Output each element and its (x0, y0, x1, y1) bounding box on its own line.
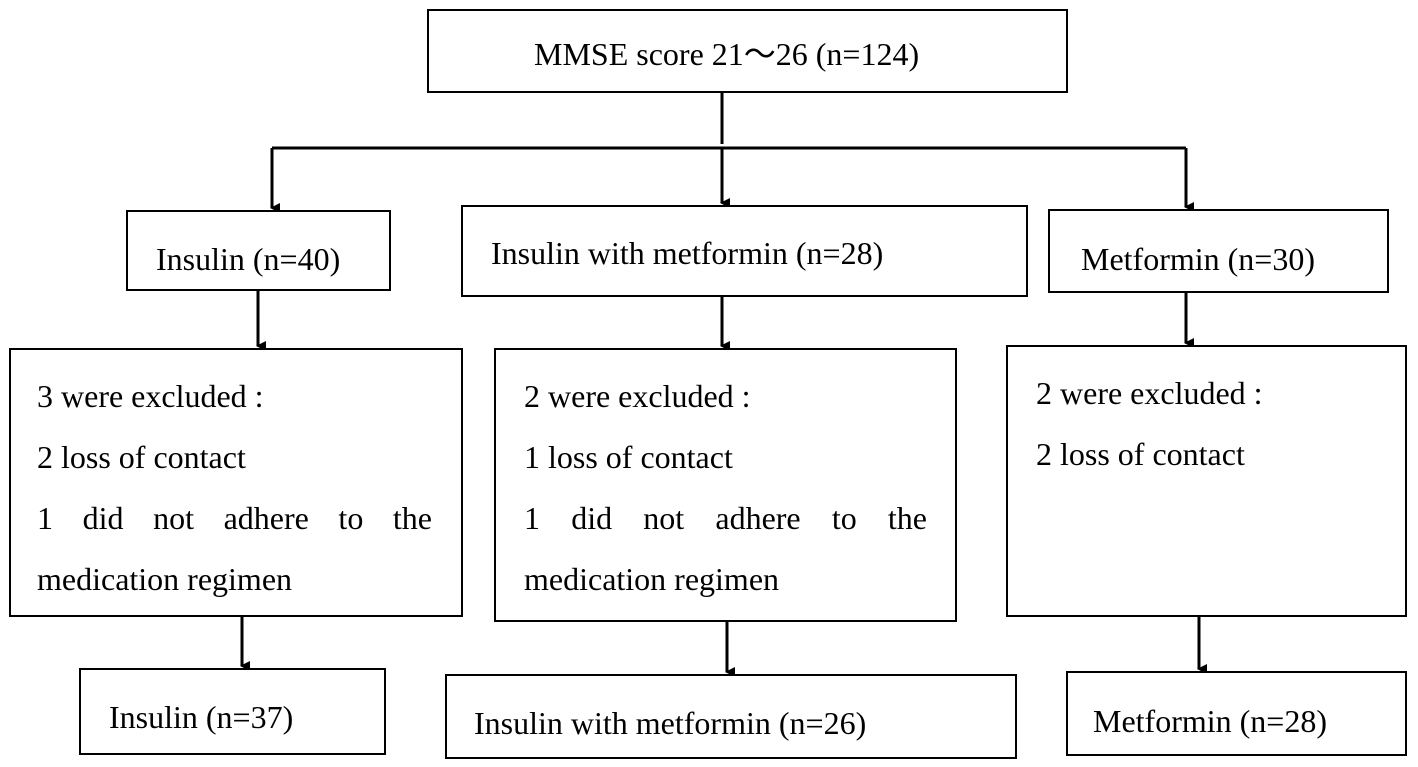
metformin-exclusion-text: 2 were excluded : 2 loss of contact (1036, 363, 1376, 485)
insulin-group-label: Insulin (n=40) (156, 241, 341, 277)
metformin-group-label: Metformin (n=30) (1081, 241, 1315, 277)
mmse-score-box (427, 9, 1068, 93)
combo-exclusion-reason-2-line-1: 1 did not adhere to the (524, 500, 927, 536)
insulin-exclusion-reason-2-line-2: medication regimen (37, 561, 293, 597)
metformin-exclusion-box (1006, 345, 1407, 617)
metformin-final-label: Metformin (n=28) (1093, 703, 1327, 739)
insulin-exclusion-heading: 3 were excluded : (37, 378, 264, 414)
combo-final-label: Insulin with metformin (n=26) (474, 705, 867, 741)
combo-final-box (445, 674, 1017, 759)
metformin-exclusion-heading: 2 were excluded : (1036, 375, 1263, 411)
combo-exclusion-reason-2-line-2: medication regimen (524, 561, 780, 597)
combo-group-box (461, 205, 1028, 297)
insulin-final-label: Insulin (n=37) (109, 699, 294, 735)
combo-group-label: Insulin with metformin (n=28) (491, 235, 884, 271)
insulin-group-box (126, 210, 391, 291)
metformin-final-box (1066, 671, 1407, 756)
combo-exclusion-reason-1: 1 loss of contact (524, 439, 733, 475)
metformin-group-box (1048, 209, 1389, 293)
insulin-exclusion-reason-2-line-1: 1 did not adhere to the (37, 500, 432, 536)
metformin-exclusion-reason-1: 2 loss of contact (1036, 436, 1245, 472)
insulin-final-box (79, 668, 386, 755)
insulin-exclusion-text: 3 were excluded : 2 loss of contact 1 di… (37, 366, 432, 610)
combo-exclusion-heading: 2 were excluded : (524, 378, 751, 414)
combo-exclusion-box (494, 348, 957, 622)
insulin-exclusion-box (9, 348, 463, 617)
combo-exclusion-text: 2 were excluded : 1 loss of contact 1 di… (524, 366, 927, 610)
insulin-exclusion-reason-1: 2 loss of contact (37, 439, 246, 475)
mmse-score-label: MMSE score 21～26 (n=124) (534, 36, 920, 72)
